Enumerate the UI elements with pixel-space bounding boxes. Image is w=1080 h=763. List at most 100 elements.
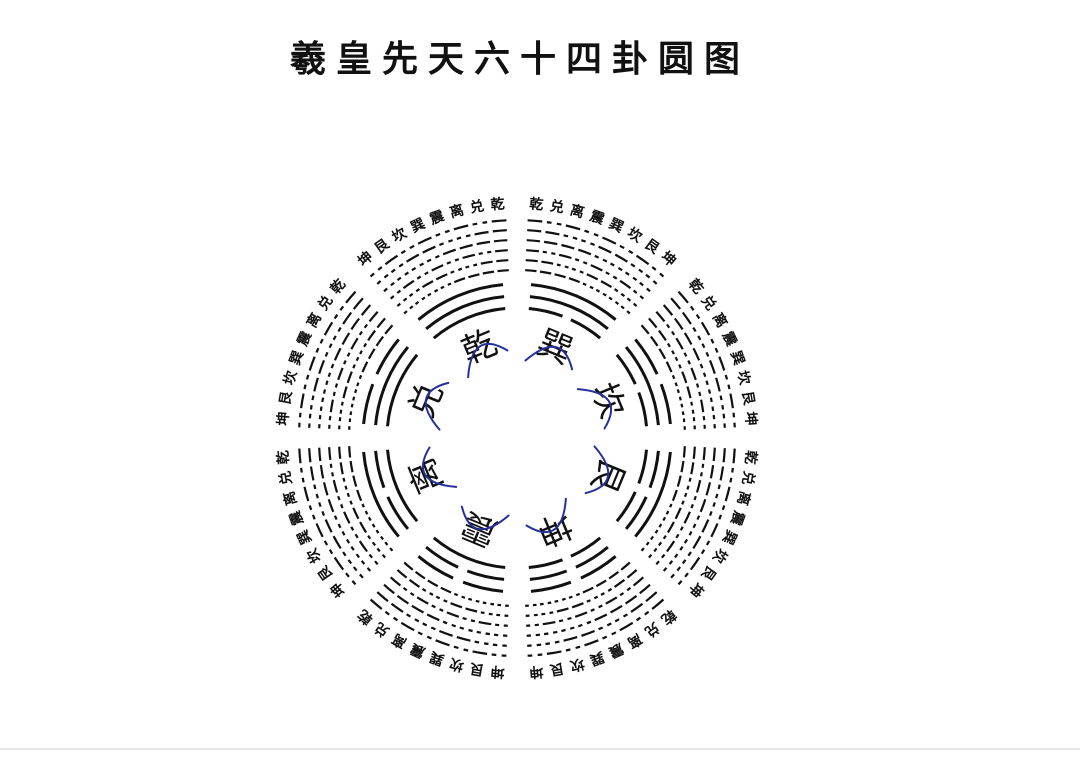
- outer-yang-segment: [699, 498, 707, 513]
- outer-yin-segment: [309, 404, 313, 410]
- outer-yin-segment: [367, 516, 372, 522]
- outer-yin-segment: [536, 643, 542, 647]
- outer-yin-segment: [662, 567, 668, 572]
- outer-yin-segment: [705, 540, 711, 546]
- inner-yin-line: [615, 353, 637, 385]
- outer-yin-segment: [354, 389, 358, 394]
- outer-yang-segment: [440, 586, 452, 594]
- outer-yin-segment: [693, 495, 697, 501]
- outer-trigram-label: 震: [287, 508, 308, 529]
- outer-yin-segment: [363, 323, 368, 329]
- outer-yang-segment: [686, 386, 692, 399]
- outer-yin-segment: [342, 477, 346, 482]
- outer-yang-segment: [300, 393, 305, 409]
- outer-yin-segment: [639, 281, 644, 287]
- outer-yang-segment: [426, 613, 440, 622]
- inner-yang-line: [529, 295, 609, 331]
- outer-yin-segment: [415, 288, 421, 293]
- outer-yang-segment: [648, 317, 658, 329]
- outer-yin-segment: [491, 653, 497, 657]
- outer-yang-segment: [453, 277, 466, 284]
- outer-yin-segment: [715, 493, 719, 499]
- outer-trigram-label: 艮: [739, 390, 757, 408]
- outer-trigram-label: 坎: [708, 545, 730, 567]
- outer-yin-segment: [646, 287, 651, 293]
- outer-yin-segment: [674, 553, 679, 559]
- outer-yin-segment: [324, 351, 329, 357]
- outer-yin-segment: [327, 372, 332, 378]
- outer-yang-segment: [595, 579, 607, 588]
- outer-yin-segment: [356, 382, 360, 387]
- outer-yang-segment: [421, 280, 434, 289]
- outer-yang-segment: [651, 598, 665, 610]
- outer-trigram-label: 兑: [371, 619, 392, 641]
- outer-yin-segment: [381, 553, 386, 559]
- outer-trigram-label: 坎: [734, 369, 754, 388]
- outer-trigram-label: 艮: [548, 660, 566, 678]
- outer-yin-segment: [594, 254, 600, 259]
- inner-yin-line: [528, 307, 564, 318]
- outer-yang-segment: [594, 613, 608, 622]
- outer-yang-segment: [493, 239, 508, 243]
- outer-trigram-label: 巽: [287, 349, 307, 368]
- outer-yang-segment: [352, 475, 358, 487]
- outer-yin-segment: [584, 229, 590, 234]
- outer-yin-segment: [658, 523, 663, 528]
- outer-yin-segment: [333, 313, 339, 320]
- outer-yang-segment: [400, 621, 415, 632]
- outer-yang-segment: [558, 253, 572, 260]
- outer-yang-segment: [492, 229, 507, 233]
- outer-yin-segment: [701, 343, 706, 349]
- outer-yang-segment: [332, 479, 339, 493]
- outer-yin-segment: [380, 535, 384, 541]
- outer-yin-segment: [345, 538, 351, 544]
- hand-drawn-annotation: [525, 497, 567, 534]
- outer-yang-segment: [369, 598, 383, 610]
- outer-yang-segment: [574, 611, 588, 618]
- outer-yang-segment: [390, 602, 404, 613]
- outer-yin-segment: [613, 288, 619, 293]
- outer-yin-segment: [539, 602, 544, 606]
- outer-yin-segment: [457, 267, 463, 272]
- outer-yin-segment: [568, 595, 573, 599]
- outer-yin-segment: [403, 310, 408, 315]
- outer-yin-segment: [690, 401, 694, 406]
- outer-yin-segment: [447, 282, 452, 286]
- outer-yang-segment: [332, 535, 342, 549]
- hand-drawn-annotation: [467, 342, 509, 379]
- outer-yin-segment: [714, 347, 719, 353]
- outer-yin-segment: [350, 403, 354, 408]
- outer-yin-segment: [683, 352, 688, 357]
- outer-yin-segment: [462, 616, 467, 621]
- outer-yin-segment: [439, 608, 444, 612]
- outer-yang-segment: [692, 446, 696, 459]
- outer-trigram-label: 坤: [490, 663, 505, 681]
- outer-yin-segment: [453, 592, 459, 597]
- outer-yin-segment: [421, 296, 426, 301]
- inner-yin-line: [425, 545, 459, 569]
- outer-yin-segment: [547, 601, 552, 605]
- outer-yang-segment: [676, 475, 682, 487]
- outer-yin-segment: [724, 374, 729, 380]
- outer-yin-segment: [431, 604, 436, 609]
- outer-yang-segment: [527, 219, 543, 223]
- outer-yin-segment: [482, 221, 488, 224]
- outer-yin-segment: [376, 547, 381, 553]
- outer-yang-segment: [427, 579, 439, 588]
- outer-yin-segment: [666, 342, 671, 348]
- page-title: 羲皇先天六十四卦圆图: [289, 39, 750, 80]
- hand-drawn-annotation: [576, 388, 613, 430]
- outer-yin-segment: [346, 352, 351, 357]
- outer-yin-segment: [330, 363, 335, 369]
- inner-yin-line: [530, 580, 572, 593]
- outer-yin-segment: [443, 599, 448, 603]
- inner-yin-line: [615, 491, 637, 523]
- outer-yin-segment: [614, 618, 620, 623]
- outer-yang-segment: [361, 361, 369, 373]
- outer-yin-segment: [626, 310, 631, 315]
- outer-yin-segment: [602, 258, 608, 263]
- inner-yin-line: [637, 449, 648, 485]
- outer-yin-segment: [478, 252, 483, 255]
- outer-yin-segment: [708, 511, 713, 517]
- outer-yang-segment: [308, 448, 312, 463]
